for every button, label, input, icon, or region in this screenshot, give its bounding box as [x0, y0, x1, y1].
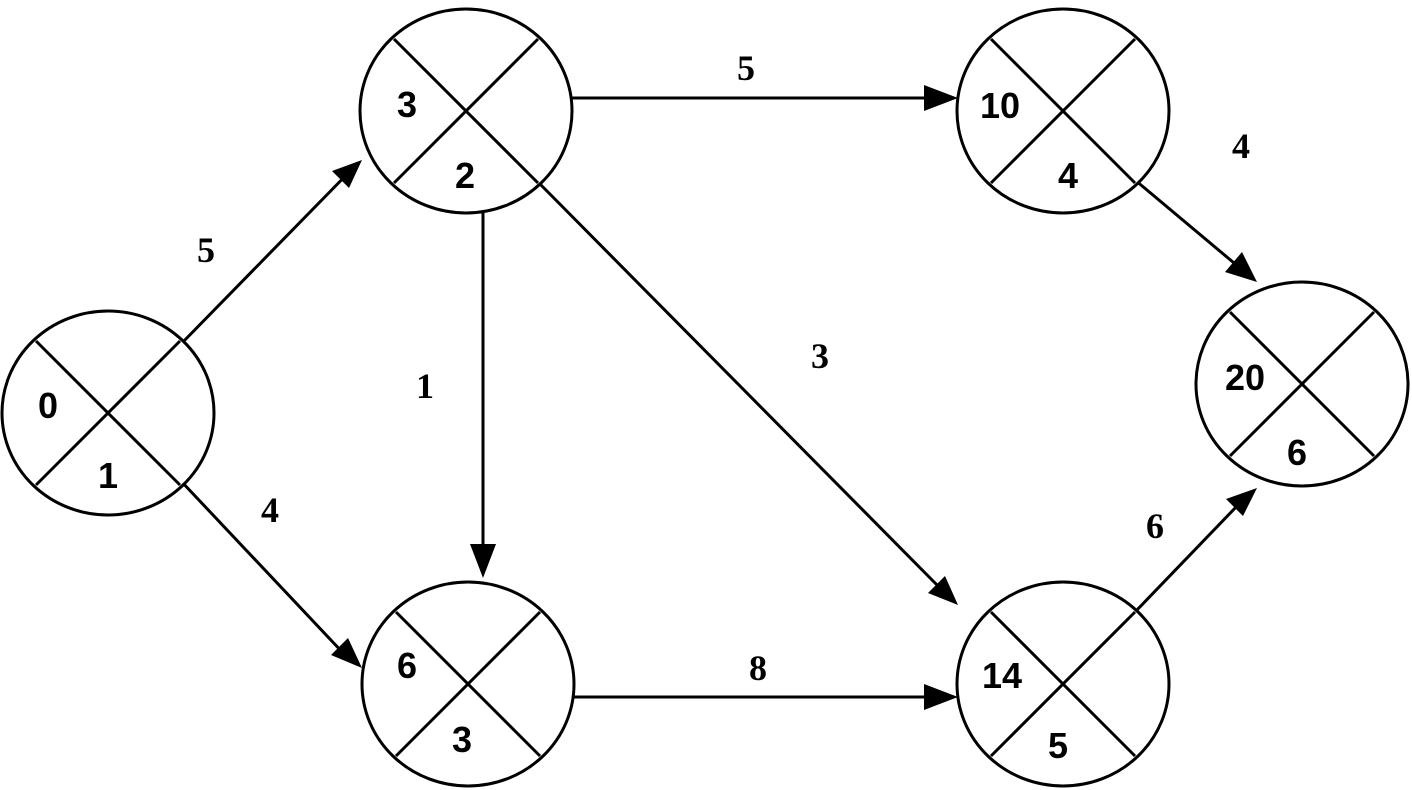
node-bottom-value: 2 [455, 155, 475, 196]
node-6: 6 3 [360, 580, 576, 788]
edges: 5 4 1 5 3 8 [178, 48, 1257, 710]
edge-3-to-10: 5 [570, 48, 958, 111]
arrowhead [331, 638, 362, 668]
edge-weight: 5 [197, 230, 215, 270]
node-20: 20 6 [1194, 280, 1410, 488]
node-14: 14 5 [955, 580, 1171, 788]
edge-line [536, 180, 944, 592]
node-cross-line [392, 37, 540, 185]
node-cross-line [34, 339, 182, 487]
node-cross-line [989, 37, 1137, 185]
edge-line [1134, 178, 1241, 270]
edge-14-to-20: 6 [1133, 488, 1257, 614]
node-bottom-value: 6 [1287, 432, 1307, 473]
edge-weight: 8 [749, 648, 767, 688]
nodes: 0 1 3 2 6 3 10 4 [0, 7, 1410, 788]
edge-line [1133, 503, 1240, 614]
node-left-value: 0 [38, 385, 58, 426]
edge-weight: 1 [416, 366, 434, 406]
edge-weight: 4 [1232, 126, 1250, 166]
node-bottom-value: 3 [452, 719, 472, 760]
edge-weight: 6 [1146, 506, 1164, 546]
arrowhead [332, 160, 362, 188]
edge-6-to-14: 8 [570, 648, 958, 710]
edge-weight: 4 [261, 490, 279, 530]
arrowhead [928, 576, 958, 605]
node-3: 3 2 [358, 7, 574, 215]
node-10: 10 4 [955, 7, 1171, 215]
node-cross-line [989, 610, 1137, 758]
edge-3-to-6: 1 [416, 213, 496, 578]
arrowhead [470, 544, 496, 578]
edge-3-to-14: 3 [536, 180, 958, 605]
arrowhead [1226, 488, 1257, 516]
arrowhead [924, 85, 958, 111]
edge-line [178, 478, 347, 657]
node-left-value: 20 [1225, 357, 1265, 398]
edge-10-to-20: 4 [1134, 126, 1257, 282]
node-bottom-value: 1 [98, 455, 118, 496]
node-bottom-value: 4 [1058, 155, 1078, 196]
edge-0-to-6: 4 [178, 478, 362, 668]
edge-weight: 5 [737, 48, 755, 88]
edge-0-to-3: 5 [178, 160, 362, 347]
node-cross-line [394, 610, 542, 758]
node-cross-line [1228, 310, 1376, 458]
edge-weight: 3 [811, 336, 829, 376]
node-0: 0 1 [0, 309, 216, 517]
node-bottom-value: 5 [1048, 725, 1068, 766]
node-left-value: 3 [397, 84, 417, 125]
node-left-value: 14 [982, 655, 1022, 696]
node-left-value: 10 [980, 85, 1020, 126]
arrowhead [924, 684, 958, 710]
arrowhead [1225, 252, 1257, 282]
node-left-value: 6 [397, 645, 417, 686]
edge-line [178, 161, 360, 347]
